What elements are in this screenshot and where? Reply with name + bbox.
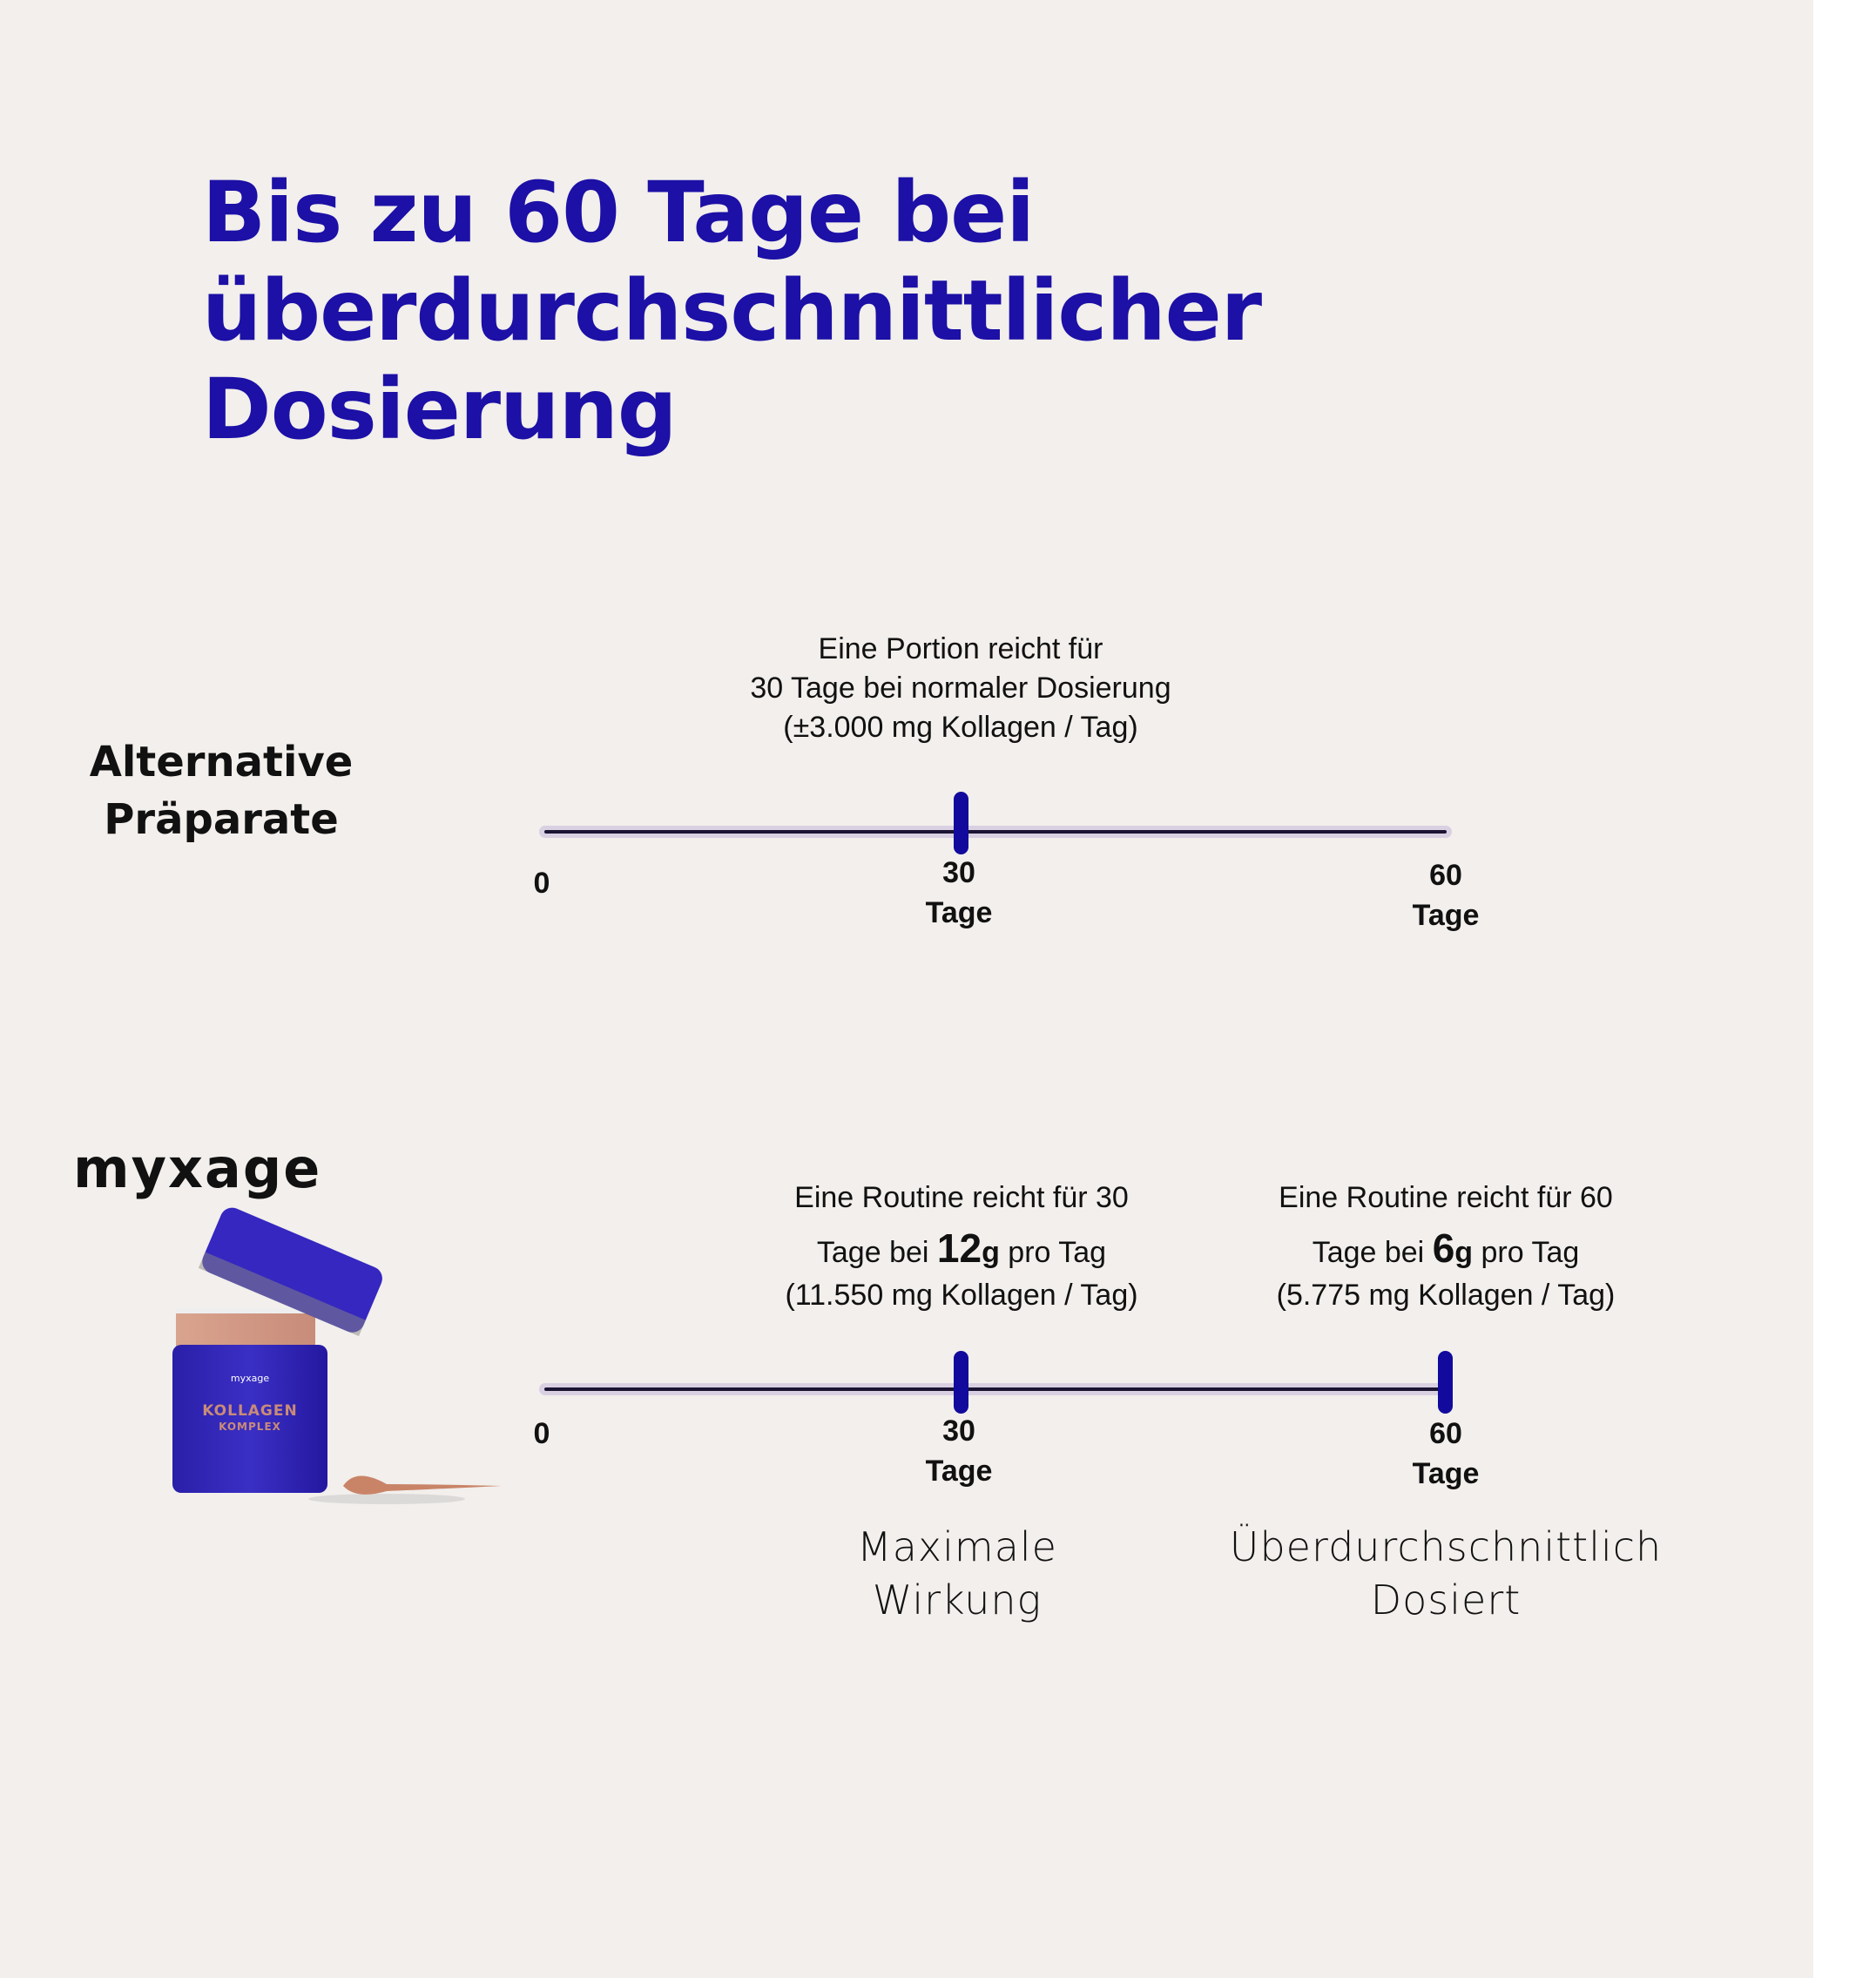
desc-line: (±3.000 mg Kollagen / Tag) (783, 711, 1138, 744)
product-jar-image: myxage KOLLAGEN KOMPLEX (169, 1207, 509, 1512)
text: Tage bei (1312, 1236, 1433, 1269)
desc-line: Eine Portion reicht für (818, 632, 1103, 665)
alternative-marker-30 (954, 792, 968, 854)
desc-line: (5.775 mg Kollagen / Tag) (1276, 1279, 1616, 1312)
routine-30-description: Eine Routine reicht für 30 Tage bei 12g … (700, 1172, 1223, 1313)
axis-unit: Tage (1412, 899, 1480, 932)
svg-text:KOMPLEX: KOMPLEX (219, 1421, 281, 1433)
dose-number: 12 (936, 1225, 982, 1271)
dose-unit: g (1454, 1236, 1474, 1269)
title-line: Bis zu 60 Tage bei (202, 164, 1035, 261)
label-line: Maximale (857, 1523, 1057, 1570)
myxage-logo: MYXAGE (73, 1137, 322, 1200)
label-line: Präparate (104, 795, 339, 844)
label-line: Überdurchschnittlich (1229, 1523, 1663, 1570)
axis-number: 30 (942, 856, 975, 889)
label-line: Alternative (89, 738, 354, 786)
infographic-canvas: Bis zu 60 Tage bei überdurchschnittliche… (0, 0, 1813, 1978)
title-line: überdurchschnittlicher (202, 262, 1262, 360)
axis-unit: Tage (925, 1455, 993, 1488)
axis-number: 30 (942, 1414, 975, 1448)
desc-line: Eine Routine reicht für 60 (1279, 1181, 1613, 1214)
myxage-timeline-track (539, 1383, 1452, 1395)
axis-number: 60 (1429, 859, 1462, 892)
title-line: Dosierung (202, 361, 678, 458)
alternative-timeline-track (539, 826, 1452, 838)
axis-unit: Tage (1412, 1457, 1480, 1490)
max-effect-label: Maximale Wirkung (713, 1521, 1201, 1627)
myxage-marker-60 (1438, 1351, 1453, 1414)
desc-line: Tage bei 6g pro Tag (1184, 1223, 1707, 1278)
label-line: Dosiert (1370, 1576, 1522, 1624)
alternative-label: Alternative Präparate (47, 733, 395, 848)
axis-unit: Tage (925, 896, 993, 929)
myxage-marker-30 (954, 1351, 968, 1414)
desc-line: (11.550 mg Kollagen / Tag) (785, 1279, 1138, 1312)
desc-line: Tage bei 12g pro Tag (700, 1223, 1223, 1278)
axis-label-0: 0 (533, 1417, 550, 1450)
dose-number: 6 (1432, 1225, 1455, 1271)
text: pro Tag (999, 1236, 1107, 1269)
page-title: Bis zu 60 Tage bei überdurchschnittliche… (202, 164, 1262, 459)
label-line: Wirkung (872, 1576, 1043, 1624)
desc-line: 30 Tage bei normaler Dosierung (750, 672, 1171, 705)
text: pro Tag (1473, 1236, 1580, 1269)
desc-line: Eine Routine reicht für 30 (794, 1181, 1129, 1214)
svg-text:KOLLAGEN: KOLLAGEN (202, 1402, 297, 1420)
routine-60-description: Eine Routine reicht für 60 Tage bei 6g p… (1184, 1172, 1707, 1313)
text: Tage bei (816, 1236, 937, 1269)
above-average-label: Überdurchschnittlich Dosiert (1202, 1521, 1690, 1627)
alternative-description: Eine Portion reicht für 30 Tage bei norm… (699, 630, 1222, 747)
axis-label-0: 0 (533, 867, 550, 900)
jar-brand: myxage (231, 1373, 269, 1384)
axis-number: 60 (1429, 1417, 1462, 1450)
dose-unit: g (982, 1236, 1000, 1269)
